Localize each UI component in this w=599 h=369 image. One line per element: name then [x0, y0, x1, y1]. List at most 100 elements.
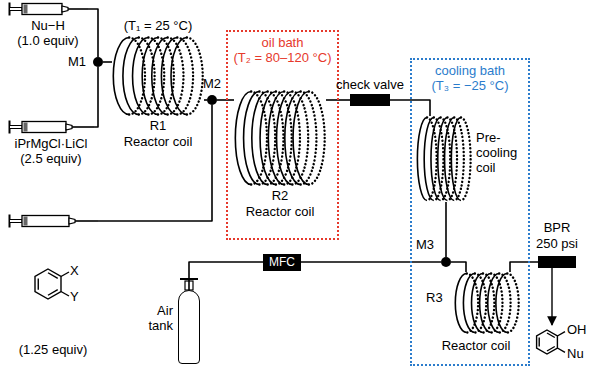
coil-front-turn	[171, 38, 187, 115]
syringe-icon	[8, 214, 98, 228]
double-bond	[48, 290, 58, 296]
benzene-ring	[35, 269, 61, 299]
coil-icon	[454, 272, 520, 334]
cooling-bath-label: (T₃ = −25 °C)	[412, 78, 528, 93]
structure-label: Y	[70, 289, 79, 304]
plunger-head	[24, 5, 28, 14]
syringe-pump-label: iPrMgCl·LiCl	[8, 136, 94, 151]
tubing-line	[451, 262, 466, 272]
air-tank-label: Air tank	[139, 303, 173, 333]
reactor-coil: (T₁ = 25 °C) R1Reactor coil	[112, 18, 204, 168]
coil-back-turn	[441, 118, 451, 201]
coil-front-turn	[451, 118, 461, 201]
coil-back-turn	[454, 118, 464, 201]
coil-front-turn	[431, 118, 441, 201]
syringe-icon	[8, 2, 88, 16]
coil-back-turn	[447, 118, 457, 201]
coil-front-turn	[496, 274, 507, 333]
back-pressure-regulator-label: 250 psi	[522, 236, 592, 251]
mass-flow-controller: MFC	[263, 254, 301, 271]
reactor-coil-label: (T₁ = 25 °C)	[112, 18, 204, 33]
oil-bath-label: (T₂ = 80–120 °C)	[228, 50, 337, 65]
syringe-pump: (1.25 equiv)	[8, 214, 98, 362]
syringe-needle	[68, 8, 88, 10]
check-valve: check valve	[350, 94, 390, 106]
tubing-line	[98, 105, 212, 221]
coil-back-turn	[427, 118, 437, 201]
coil-back-turn	[177, 38, 193, 115]
aryl-halide-structure	[35, 269, 69, 299]
substituent-bond	[557, 348, 565, 352]
tubing-line	[103, 61, 112, 63]
syringe-pump: Nu−H(1.0 equiv)	[8, 2, 88, 50]
double-bond	[38, 278, 39, 289]
coil-back-turn	[187, 38, 203, 115]
double-bond	[547, 347, 555, 352]
coil-back-turn	[507, 274, 518, 333]
mixer-junction: M2	[207, 95, 217, 105]
mixer-junction: M1	[93, 57, 103, 67]
tubing-line	[94, 67, 98, 127]
substituent-bond	[557, 332, 565, 336]
syringe-barrel	[22, 122, 66, 133]
reactor-coil-label: Reactor coil	[234, 204, 326, 219]
back-pressure-regulator: BPR250 psi	[538, 256, 576, 268]
syringe-pump: iPrMgCl·LiCl(2.5 equiv)	[8, 120, 94, 168]
coil-icon	[112, 36, 204, 116]
syringe-needle	[72, 126, 94, 128]
mass-flow-controller-label: MFC	[269, 255, 295, 270]
plunger-head	[24, 217, 28, 226]
syringe-pump-label: Nu−H	[8, 18, 88, 33]
oil-bath-label: oil bath	[228, 35, 337, 50]
syringe-hub	[62, 6, 68, 12]
syringe-hub	[66, 124, 72, 130]
plunger-rod	[10, 220, 23, 223]
coil-front-turn	[424, 118, 434, 201]
reactor-coil-label: Reactor coil	[426, 338, 526, 353]
tubing-line	[510, 262, 538, 272]
benzene-ring	[537, 330, 558, 354]
mixer-junction-label: M1	[67, 54, 87, 69]
reactor-coil: R3Reactor coil	[426, 272, 526, 356]
tubing-line	[301, 261, 441, 263]
syringe-barrel	[22, 4, 62, 15]
coil-front-turn	[293, 92, 309, 185]
syringe-icon	[8, 120, 94, 134]
product-structure	[537, 330, 565, 354]
coil-front-turn	[445, 118, 455, 201]
coil-front-turn	[417, 118, 427, 201]
plunger-head	[24, 123, 28, 132]
syringe-pump-label: (1.0 equiv)	[8, 33, 88, 48]
substituent-bond	[61, 272, 69, 277]
coil-back-turn	[434, 118, 444, 201]
back-pressure-regulator-label: BPR	[522, 220, 592, 235]
coil-back-turn	[499, 274, 510, 333]
air-tank: Air tank	[178, 290, 200, 364]
tubing-line	[445, 202, 447, 257]
pre-cooling-coil-label: Pre-cooling coil	[476, 130, 524, 175]
plunger-rod	[10, 126, 23, 129]
plunger-rod	[10, 8, 23, 11]
mixer-junction-label: M3	[415, 237, 435, 252]
coil-icon	[416, 116, 472, 202]
structure-label: Nu	[567, 346, 584, 361]
reactor-coil-label: R3	[426, 290, 450, 305]
coil-back-turn	[292, 92, 308, 185]
pre-cooling-coil: Pre-cooling coil	[416, 116, 526, 202]
double-bond	[539, 338, 540, 347]
double-bond	[547, 333, 555, 338]
coil-back-turn	[301, 92, 317, 185]
coil-back-turn	[461, 118, 471, 201]
reactor-coil-label: R1	[112, 118, 204, 133]
syringe-hub	[69, 218, 75, 224]
cooling-bath-label: cooling bath	[412, 63, 528, 78]
reactor-coil-label: Reactor coil	[112, 134, 204, 149]
syringe-pump-label: (1.25 equiv)	[8, 342, 98, 357]
syringe-barrel	[22, 216, 69, 227]
oil-bath: oil bath(T₂ = 80–120 °C) R2Reactor coil	[226, 30, 339, 240]
syringe-needle	[75, 220, 98, 222]
reactor-coil: R2Reactor coil	[234, 90, 326, 222]
structure-label: OH	[567, 322, 587, 337]
reactor-coil-label: R2	[234, 188, 326, 203]
